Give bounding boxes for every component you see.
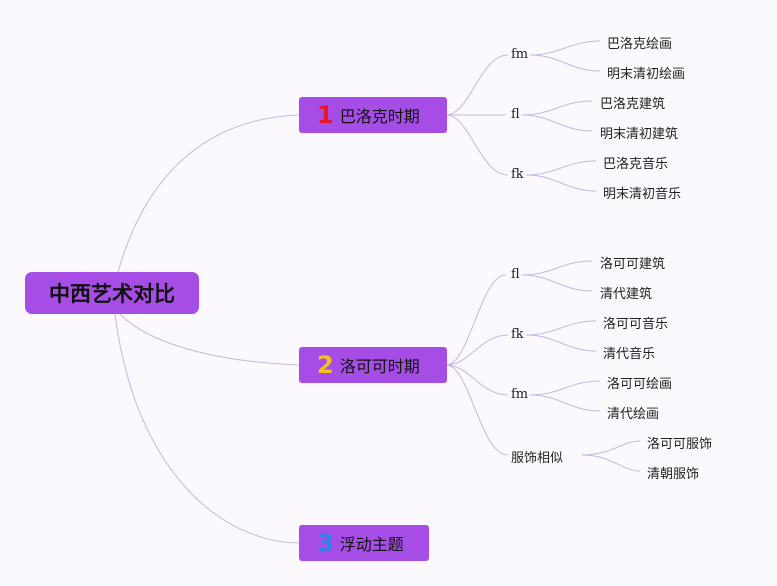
leaf-topic[interactable]: 洛可可服饰 bbox=[647, 437, 713, 452]
root-node[interactable]: 中西艺术对比 bbox=[25, 272, 199, 314]
number-badge-1: 1 bbox=[317, 101, 334, 129]
branch-node-3[interactable]: 3 浮动主题 bbox=[299, 525, 429, 561]
leaf-topic[interactable]: 明末清初建筑 bbox=[600, 127, 679, 142]
topic-fl[interactable]: fl bbox=[511, 107, 520, 122]
topic-clothing[interactable]: 服饰相似 bbox=[511, 451, 564, 466]
topic-fk[interactable]: fk bbox=[511, 167, 524, 182]
number-badge-2: 2 bbox=[317, 351, 334, 379]
leaf-topic[interactable]: 洛可可绘画 bbox=[607, 377, 673, 392]
leaf-topic[interactable]: 巴洛克建筑 bbox=[600, 97, 666, 112]
leaf-topic[interactable]: 巴洛克音乐 bbox=[603, 157, 669, 172]
leaf-topic[interactable]: 巴洛克绘画 bbox=[607, 37, 673, 52]
leaf-topic[interactable]: 洛可可音乐 bbox=[603, 317, 669, 332]
branch-node-2[interactable]: 2 洛可可时期 bbox=[299, 347, 447, 383]
branch-node-1[interactable]: 1 巴洛克时期 bbox=[299, 97, 447, 133]
topic-fk[interactable]: fk bbox=[511, 327, 524, 342]
branch-label-3: 浮动主题 bbox=[339, 535, 404, 554]
topic-fm[interactable]: fm bbox=[511, 387, 529, 402]
leaf-topic[interactable]: 清朝服饰 bbox=[647, 467, 700, 482]
leaf-topic[interactable]: 清代音乐 bbox=[603, 347, 656, 362]
topic-fm[interactable]: fm bbox=[511, 47, 529, 62]
leaf-topic[interactable]: 清代建筑 bbox=[600, 287, 653, 302]
leaf-topic[interactable]: 明末清初绘画 bbox=[607, 67, 686, 82]
branch-label-2: 洛可可时期 bbox=[339, 357, 420, 376]
number-badge-3: 3 bbox=[317, 529, 334, 557]
topic-fl[interactable]: fl bbox=[511, 267, 520, 282]
leaf-topic[interactable]: 明末清初音乐 bbox=[603, 187, 682, 202]
leaf-topic[interactable]: 洛可可建筑 bbox=[600, 257, 666, 272]
branch-label-1: 巴洛克时期 bbox=[339, 107, 420, 126]
leaf-topic[interactable]: 清代绘画 bbox=[607, 407, 660, 422]
